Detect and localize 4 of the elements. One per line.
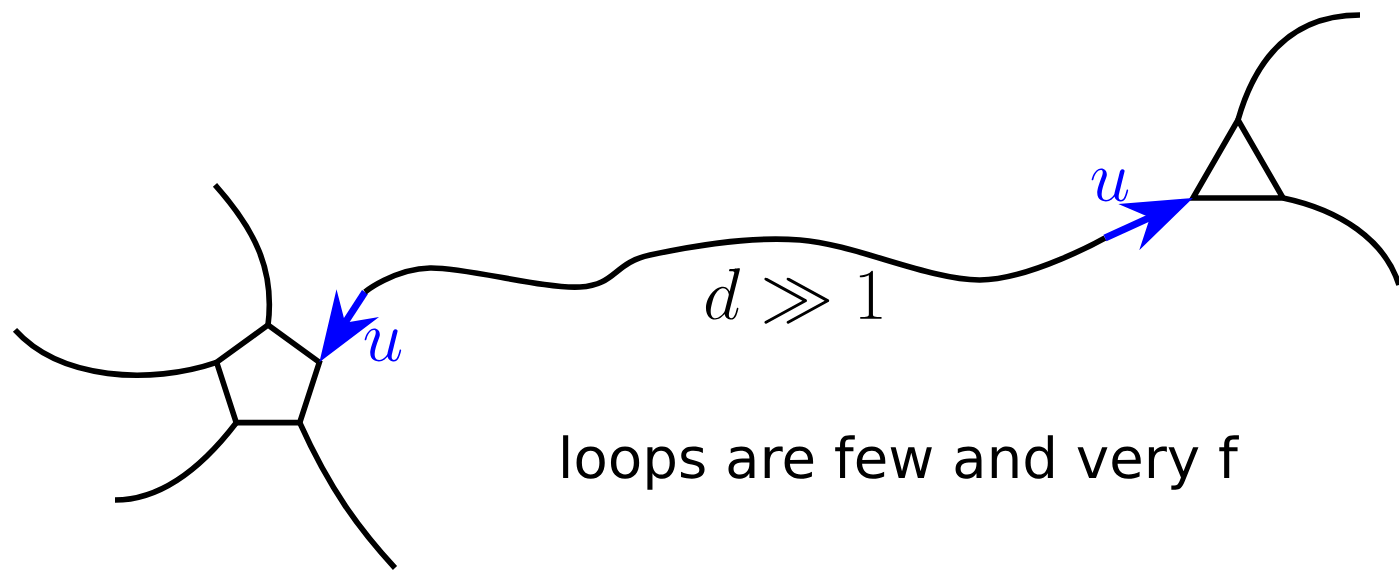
arrow-label: $u$	[364, 328, 402, 362]
caption-text: loops are few and very f	[563, 435, 1239, 490]
edge-label: $d \gg 1$	[705, 268, 882, 324]
arrow-label: $u$	[1091, 168, 1129, 202]
